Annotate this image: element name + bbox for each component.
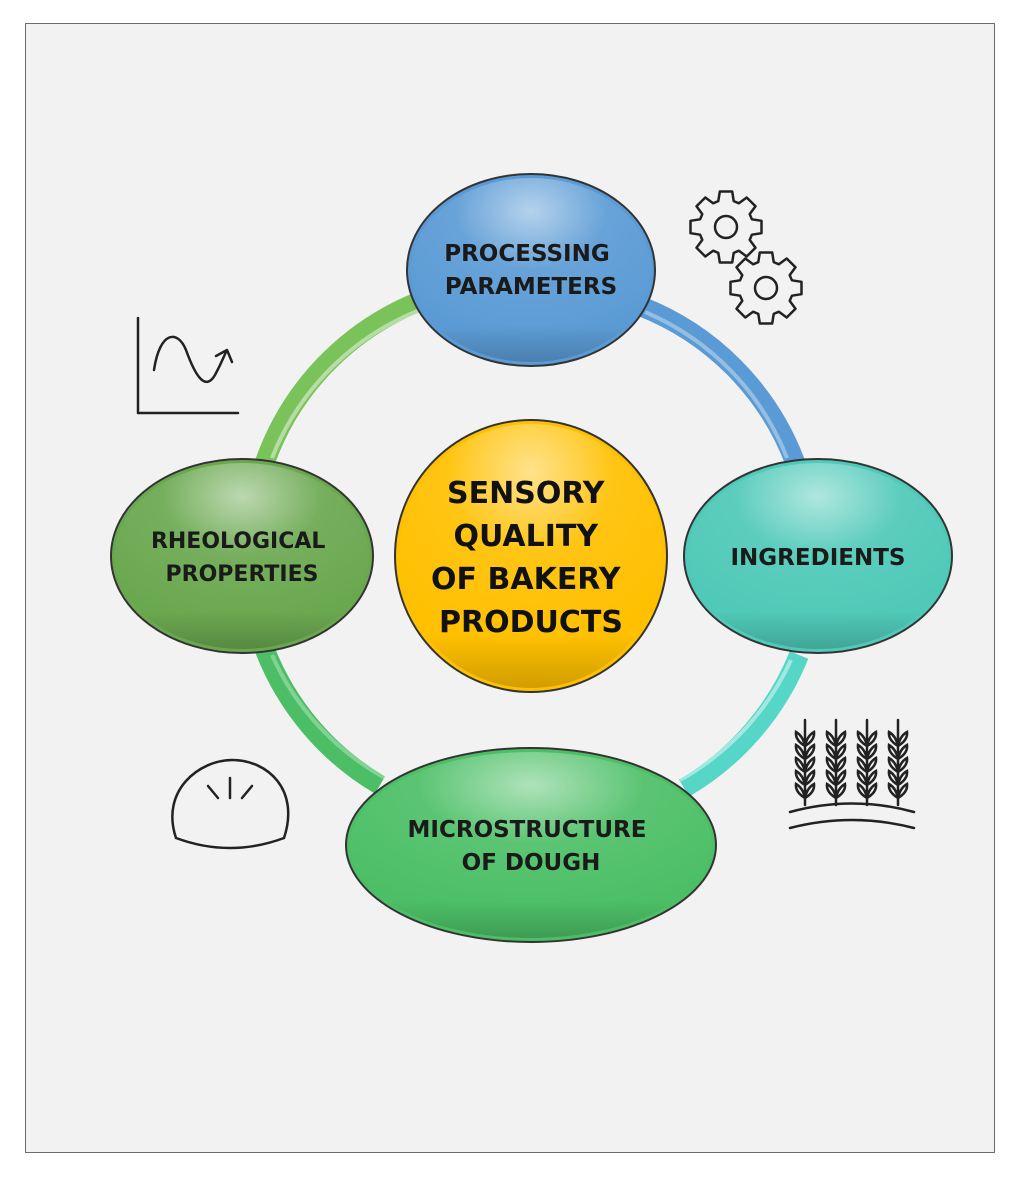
svg-text:INGREDIENTS: INGREDIENTS (731, 545, 906, 571)
wheat-stalk (794, 718, 816, 807)
svg-text:SENSORY QUALITY OF: SENSORY QUALITY OF BAKERY PRODUCTS (431, 476, 631, 640)
gear-icon (689, 190, 763, 264)
connector-rheological-processing (255, 292, 422, 466)
center-label-4: PRODUCTS (439, 605, 623, 640)
center-label-1: SENSORY (447, 476, 606, 511)
node-rheological-label-1: RHEOLOGICAL (151, 529, 325, 554)
gear-hub (753, 275, 779, 301)
connector-highlight (679, 659, 793, 782)
wheat-stalk (887, 718, 909, 807)
node-rheological-label-2: PROPERTIES (166, 562, 319, 587)
wheat-stalk (856, 718, 878, 807)
node-processing-label-1: PROCESSING (444, 241, 610, 267)
node-rim (115, 463, 369, 649)
center-sensory-quality: SENSORY QUALITY OF BAKERY PRODUCTS (394, 419, 668, 693)
center-label-3: OF BAKERY (431, 562, 622, 597)
svg-text:MICROSTRUCTURE OF DOUGH: MICROSTRUCTURE OF DOUGH (408, 817, 655, 876)
node-microstructure-of-dough: MICROSTRUCTURE OF DOUGH (345, 747, 717, 943)
wave-chart-icon (136, 316, 240, 415)
wheat-icon (788, 718, 916, 830)
svg-text:PROCESSING PARAMETERS: PROCESSING PARAMETERS (444, 241, 618, 300)
svg-text:RHEOLOGICAL PROPERTIES: RHEOLOGICAL PROPERTIES (151, 529, 333, 587)
node-rim (350, 752, 712, 938)
center-rim (399, 424, 663, 688)
node-microstructure-label-2: OF DOUGH (462, 850, 601, 876)
connector-highlight (644, 310, 789, 459)
node-rim (411, 178, 651, 362)
connector-microstructure-rheological (255, 646, 386, 794)
wheat-stalk (825, 718, 847, 807)
node-ingredients-label: INGREDIENTS (731, 545, 906, 571)
node-processing-parameters: PROCESSING PARAMETERS (406, 173, 656, 367)
bun-icon (171, 758, 290, 850)
connector-highlight (270, 308, 421, 459)
connectors (255, 292, 809, 797)
connector-processing-ingredients (636, 296, 805, 466)
gear-hub (713, 214, 739, 240)
node-processing-label-2: PARAMETERS (445, 274, 617, 300)
node-microstructure-label-1: MICROSTRUCTURE (408, 817, 647, 843)
node-rheological-properties: RHEOLOGICAL PROPERTIES (110, 458, 374, 654)
center-label-2: QUALITY (453, 519, 599, 554)
node-ingredients: INGREDIENTS (683, 458, 953, 654)
gear-icon (729, 251, 803, 325)
gears-icon (689, 190, 803, 325)
connector-ingredients-microstructure (678, 651, 809, 797)
connector-highlight (270, 654, 386, 780)
node-rim (688, 463, 948, 649)
